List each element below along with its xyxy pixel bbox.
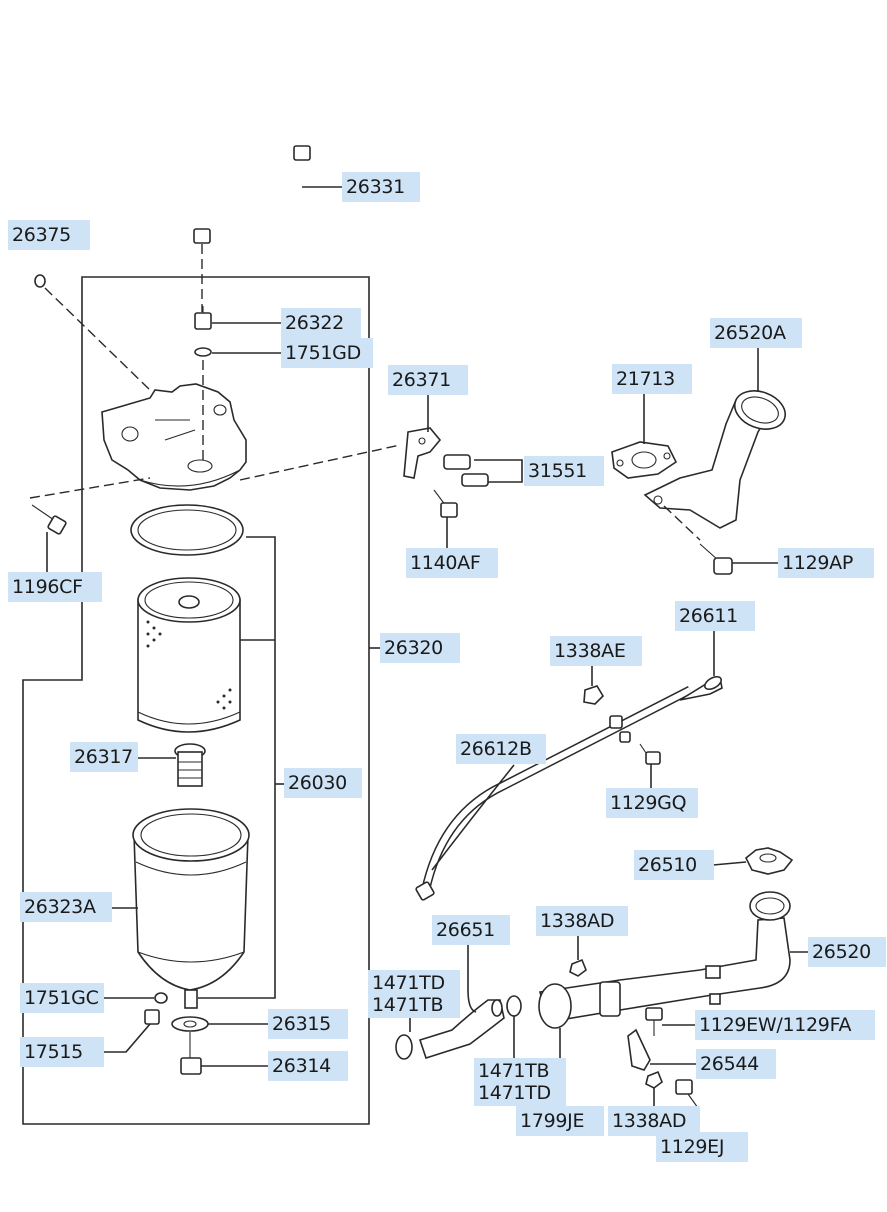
label-26520[interactable]: 26520 (808, 937, 886, 967)
label-26320[interactable]: 26320 (380, 633, 460, 663)
drain-parts[interactable] (144, 989, 209, 1075)
label-26322[interactable]: 26322 (281, 308, 361, 338)
label-26611[interactable]: 26611 (675, 601, 755, 631)
filler-pipe-26520[interactable] (538, 891, 791, 1023)
washer-1751GD[interactable] (194, 347, 212, 357)
filter-head[interactable] (101, 383, 247, 491)
fitting-26322[interactable] (194, 306, 212, 330)
label-26612B[interactable]: 26612B (456, 734, 546, 764)
label-1338AE[interactable]: 1338AE (550, 636, 642, 666)
bolt-1129GQ[interactable] (639, 743, 661, 765)
label-1471TB-line: 1471TB (372, 994, 444, 1016)
label-26331[interactable]: 26331 (342, 172, 420, 202)
label-1799JE[interactable]: 1799JE (516, 1106, 604, 1136)
bolt-1129AP[interactable] (699, 543, 733, 575)
label-1471TD-line2: 1471TD (478, 1082, 551, 1104)
bolt-1129EJ[interactable] (675, 1079, 699, 1109)
clamp-1799JE[interactable] (538, 983, 572, 1029)
label-26375[interactable]: 26375 (8, 220, 90, 250)
filler-cap-26510[interactable] (744, 847, 794, 875)
hose-clamp-1471TD[interactable] (395, 1034, 413, 1060)
fuel-pipe-26331[interactable] (193, 145, 311, 244)
hose-clamp-1471TB[interactable] (506, 995, 522, 1017)
nut-1338AE[interactable] (583, 685, 605, 705)
filter-bowl-26323A[interactable] (132, 808, 250, 991)
label-1129AP[interactable]: 1129AP (778, 548, 874, 578)
bracket-26544[interactable] (627, 1028, 651, 1071)
bolt-1129EW[interactable] (645, 1007, 663, 1036)
dipstick-tube-26612B[interactable] (415, 685, 693, 901)
bracket-26371[interactable] (403, 427, 442, 479)
label-1140AF[interactable]: 1140AF (406, 548, 498, 578)
gasket-21713[interactable] (611, 441, 678, 479)
label-17515[interactable]: 17515 (20, 1037, 104, 1067)
label-26544[interactable]: 26544 (696, 1049, 776, 1079)
bolt-1140AF[interactable] (433, 489, 458, 518)
label-1471TD-line: 1471TD (372, 972, 445, 994)
label-26520A[interactable]: 26520A (710, 318, 802, 348)
bolt-1196CF[interactable] (31, 504, 67, 535)
label-1129GQ[interactable]: 1129GQ (606, 788, 698, 818)
dipstick-26611[interactable] (679, 674, 723, 701)
label-26323A[interactable]: 26323A (20, 892, 112, 922)
label-1338AD-top[interactable]: 1338AD (536, 906, 628, 936)
label-26030[interactable]: 26030 (284, 768, 362, 798)
label-26314[interactable]: 26314 (268, 1051, 348, 1081)
nut-1338AD-bottom[interactable] (645, 1070, 663, 1089)
label-26317[interactable]: 26317 (70, 742, 138, 772)
spring-26317[interactable] (174, 743, 206, 787)
label-26651[interactable]: 26651 (432, 915, 510, 945)
label-1129EW-1129FA[interactable]: 1129EW/1129FA (695, 1010, 875, 1040)
clamps-31551[interactable] (443, 454, 489, 487)
label-1751GD[interactable]: 1751GD (281, 338, 373, 368)
label-1471TB-1471TD[interactable]: 1471TB 1471TD (474, 1058, 566, 1106)
label-1471TB-line2: 1471TB (478, 1060, 550, 1082)
label-26371[interactable]: 26371 (388, 365, 468, 395)
label-1338AD-bottom[interactable]: 1338AD (608, 1106, 700, 1136)
assembly-boundary (22, 276, 370, 1125)
filler-neck-26520A[interactable] (643, 384, 791, 529)
gasket-ring[interactable] (130, 504, 244, 556)
label-1751GC[interactable]: 1751GC (20, 983, 104, 1013)
small-ring[interactable] (491, 999, 503, 1017)
label-26315[interactable]: 26315 (268, 1009, 348, 1039)
label-21713[interactable]: 21713 (612, 364, 692, 394)
label-31551[interactable]: 31551 (524, 456, 604, 486)
label-26510[interactable]: 26510 (634, 850, 714, 880)
o-ring-26375[interactable] (34, 274, 46, 288)
filter-element[interactable] (137, 577, 241, 733)
label-1196CF[interactable]: 1196CF (8, 572, 102, 602)
label-1129EJ[interactable]: 1129EJ (656, 1132, 748, 1162)
nut-1338AD-top[interactable] (569, 958, 587, 977)
label-1471TD-1471TB[interactable]: 1471TD 1471TB (368, 970, 460, 1018)
